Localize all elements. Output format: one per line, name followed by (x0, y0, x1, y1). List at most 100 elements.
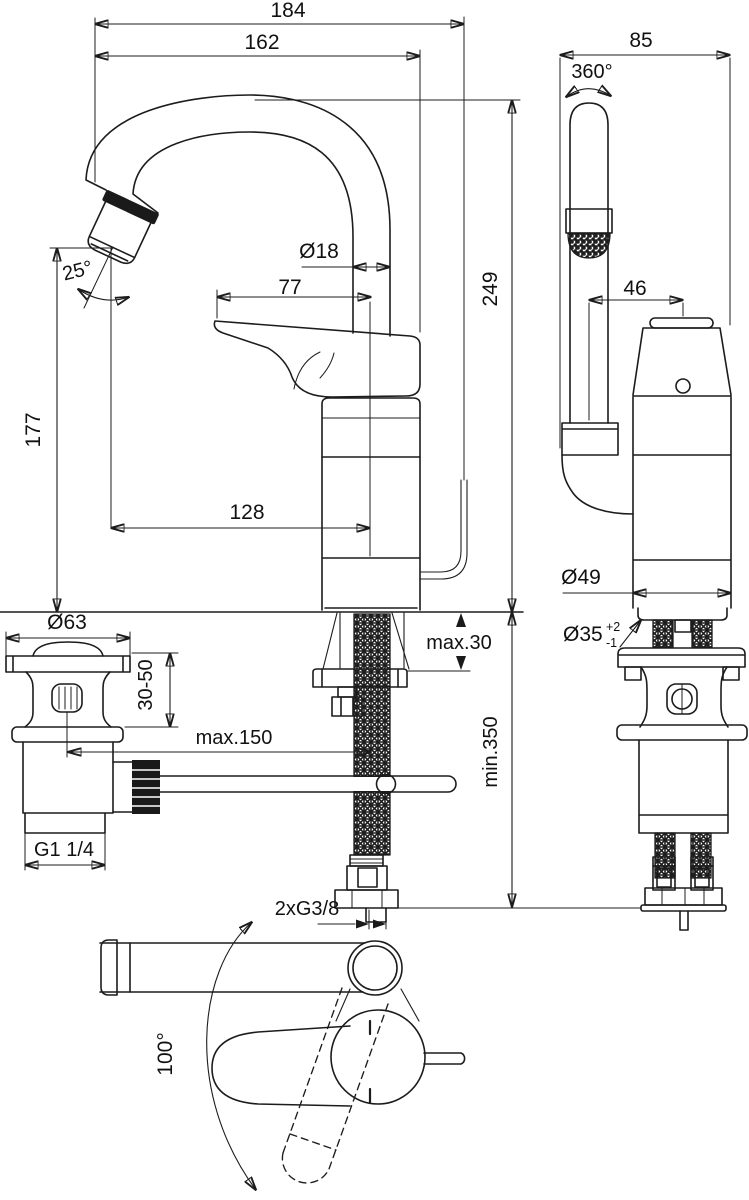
swivel-joint-outer (347, 940, 403, 996)
dim-outlet-angle: 25° (60, 246, 129, 529)
pop-up-waste-front: Ø63 30-50 G1 1/4 (5, 611, 179, 871)
dim-label: 128 (229, 501, 264, 524)
dim-label: 25° (60, 257, 95, 286)
pop-up-rod-front (420, 479, 468, 580)
body-cylinder (321, 456, 421, 611)
dim-label: max.30 (426, 632, 492, 654)
dim-label: 85 (629, 29, 652, 52)
base-plate (637, 607, 728, 621)
dim-label: 360° (571, 61, 612, 83)
dim-lever-front: 77 (217, 276, 371, 557)
rod-ball-joint (112, 760, 161, 814)
dim-label: Ø18 (299, 240, 339, 263)
waste-top-flange (5, 655, 131, 673)
hose-fittings-side (652, 856, 714, 891)
dim-label: 2xG3/8 (275, 898, 339, 920)
dim-label: 249 (479, 271, 502, 306)
dim-label: 162 (244, 31, 279, 54)
dim-deck-range: 30-50 (124, 653, 179, 727)
dim-label: 100° (154, 1032, 177, 1075)
side-body (561, 317, 732, 621)
waste-flange-side (617, 647, 746, 668)
cartridge-housing (321, 397, 421, 458)
front-view: 184 162 249 177 25° Ø18 (0, 0, 642, 930)
hose-end-fitting-front (334, 854, 399, 923)
dim-depth: 85 (560, 29, 730, 449)
waste-body-side (639, 666, 729, 728)
dim-label: min.350 (480, 716, 502, 787)
mixer-body (321, 16, 468, 611)
lever-outline (213, 320, 421, 398)
shank-walls (339, 612, 405, 669)
mounting-nut (331, 696, 363, 717)
top-body (211, 988, 466, 1107)
pop-up-rod-horizontal (159, 773, 457, 795)
mounting-stud (337, 686, 357, 698)
aerator-face (567, 232, 611, 259)
lever-side (632, 327, 732, 397)
hose-nut-side (640, 887, 727, 931)
dim-label: 46 (623, 277, 646, 300)
horseshoe-washer (312, 668, 408, 688)
dim-label: 30-50 (135, 659, 157, 710)
side-spout (565, 102, 613, 424)
dim-mount-hole: Ø35 +2 -1 (563, 620, 641, 650)
lever-sculpt-lines (293, 351, 335, 390)
lever-knob-top (649, 317, 714, 329)
waste-plug-dome (32, 641, 104, 657)
under-deck-mounting (312, 612, 410, 856)
dim-label: 77 (278, 276, 301, 299)
waste-slot-side (666, 683, 698, 715)
waste-tailpiece-side (638, 739, 729, 834)
dim-spout-height: 177 (22, 248, 114, 612)
side-view: 85 360° 46 Ø49 Ø35 +2 -1 (560, 29, 748, 931)
lever-dot (675, 378, 691, 394)
dim-tolerance-upper: +2 (606, 620, 620, 634)
spout-inner-curve (132, 131, 354, 334)
dim-swivel-angle: 100° (154, 922, 256, 1190)
dim-rod-offset: max.150 (66, 711, 371, 758)
top-spout (99, 939, 403, 996)
swivel-spout (85, 94, 391, 337)
body-top-outline (330, 1009, 426, 1105)
swivel-joint-inner (352, 945, 398, 991)
dim-lever-reach: 128 (111, 501, 370, 528)
dim-label: max.150 (196, 727, 273, 749)
dim-spout-tube-dia: Ø18 (299, 240, 390, 267)
dim-overall-height: 249 (479, 100, 512, 612)
spout-end-cap (100, 939, 131, 996)
dim-label: Ø35 (563, 623, 603, 646)
spout-column (569, 102, 609, 424)
waste-body (24, 671, 112, 728)
dim-hose-threads: 2xG3/8 (275, 898, 387, 930)
dim-spout-reach: 162 (95, 31, 420, 333)
dim-deck-thickness: max.30 (407, 613, 492, 672)
dim-body-dia: Ø49 (561, 566, 731, 593)
body-shoulder-curve (561, 454, 634, 515)
swivelled-spout-phantom (281, 987, 389, 1184)
dim-label: Ø49 (561, 566, 601, 589)
side-under-deck (616, 619, 748, 931)
spout-outer-curve (85, 94, 391, 337)
flex-hose-front (353, 613, 391, 856)
dim-label: Ø63 (47, 611, 87, 634)
dim-label: G1 1/4 (34, 839, 94, 861)
dim-spout-swivel: 360° (566, 61, 613, 97)
waste-tailpiece (22, 741, 114, 834)
lever-top-outline (211, 1025, 351, 1107)
overflow-slot (51, 683, 83, 713)
dim-outlet-thread: G1 1/4 (25, 832, 105, 871)
body-side (632, 396, 732, 609)
aerator-housing (565, 208, 613, 234)
pop-up-rod-top (423, 1052, 466, 1065)
dim-tolerance-lower: -1 (606, 636, 617, 650)
waste-lower-flange (11, 726, 124, 743)
dim-spout-offset: 46 (589, 277, 683, 421)
dim-flange-dia: Ø63 (6, 611, 130, 657)
clamp-cone (322, 612, 410, 670)
swivel-collar (561, 422, 619, 456)
dim-hose-length: min.350 (480, 612, 512, 907)
spout-outlet-nozzle (87, 190, 159, 265)
